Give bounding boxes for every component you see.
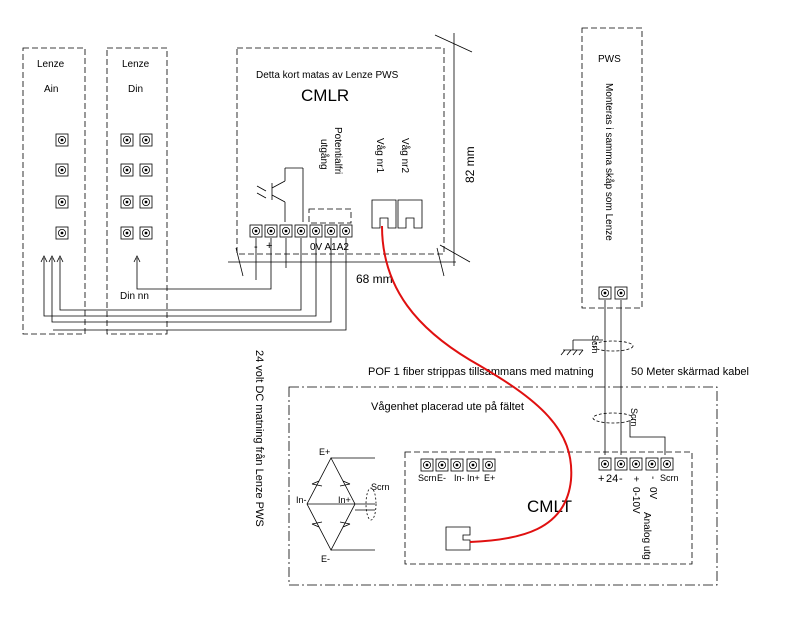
fiber-connector-2 [397, 199, 423, 229]
din-terminal [139, 195, 153, 209]
cmlr-module: Detta kort matas av Lenze PWS CMLR Poten… [228, 33, 477, 286]
lenze-wiring [40, 238, 347, 331]
potential-free-label-2: utgång [318, 139, 330, 170]
ain-terminal [55, 195, 69, 209]
cmlr-terminal [324, 224, 338, 238]
lenze-ain-title: Lenze [37, 59, 65, 70]
power-plus: + [598, 473, 604, 485]
scale-2-label: Våg nr2 [399, 138, 411, 173]
cmlt-terminal-label: In- [454, 473, 465, 483]
cmlt-terminal [466, 458, 480, 472]
lenze-din-module: Lenze Din Din nn [106, 47, 168, 335]
scrn-label-1: Scrn [590, 335, 600, 354]
cmlr-feed-note: Detta kort matas av Lenze PWS [256, 70, 399, 81]
din-terminal [120, 163, 134, 177]
fiber-connector-1 [371, 199, 397, 229]
pws-mount-note: Monteras i samma skåp som Lenze [603, 83, 615, 241]
cmlt-terminal-label: E+ [484, 473, 495, 483]
din-terminal [139, 133, 153, 147]
load-cell-bridge: E+ E- In- In+ Scrn [296, 447, 390, 564]
bridge-scrn: Scrn [371, 482, 390, 492]
din-terminal [120, 133, 134, 147]
cmlt-terminal [450, 458, 464, 472]
din-terminal [139, 226, 153, 240]
plus-label: + [266, 240, 272, 252]
cmlt-terminal [420, 458, 434, 472]
lenze-din-subtitle: Din [128, 84, 143, 95]
analog-range: 0-10V [630, 487, 641, 514]
cmlr-terminal [249, 224, 263, 238]
pws-cable: Scrn Scrn [560, 300, 666, 455]
scale-1-label: Våg nr1 [374, 138, 386, 173]
lenze-ain-subtitle: Ain [44, 84, 58, 95]
cmlt-analog-terminal [629, 457, 643, 471]
cmlt-terminal [482, 458, 496, 472]
cmlr-terminal [279, 224, 293, 238]
terminals-label: 0V A1A2 [310, 242, 349, 253]
power-minus: - [619, 473, 623, 485]
dimension-lines [228, 33, 473, 277]
cmlr-terminal [309, 224, 323, 238]
pof-fiber [381, 225, 573, 543]
cmlr-terminal [294, 224, 308, 238]
cmlt-terminal [435, 458, 449, 472]
width-dimension: 68 mm [356, 272, 393, 286]
scrn-label-2: Scrn [629, 408, 639, 427]
ain-terminal [55, 133, 69, 147]
cable-note: 50 Meter skärmad kabel [631, 366, 749, 378]
height-dimension: 82 mm [463, 146, 477, 183]
analog-plus: + [630, 476, 641, 482]
analog-zero: 0V [647, 487, 658, 500]
power-24: 24 [606, 473, 618, 485]
potential-free-label: Potentialfri [332, 127, 343, 174]
ain-terminal [55, 163, 69, 177]
cmlt-analog-terminal [645, 457, 659, 471]
transistor-symbol [256, 167, 304, 222]
pws-module: PWS Monteras i samma skåp som Lenze [581, 27, 643, 309]
analog-minus: - [647, 476, 658, 479]
cmlr-terminal [264, 224, 278, 238]
pws-title: PWS [598, 54, 621, 65]
din-terminal [120, 195, 134, 209]
right-scrn: Scrn [660, 473, 679, 483]
cmlt-power-terminal [614, 457, 628, 471]
cmlt-module: CMLT Scrn E- In- In+ E+ + 24 - + 0-10V -… [404, 451, 693, 565]
cmlt-fiber-connector [445, 526, 471, 551]
analog-label: Analog utg [641, 512, 652, 560]
pws-terminal [614, 286, 628, 300]
bridge-e-plus: E+ [319, 447, 330, 457]
field-unit-title: Vågenhet placerad ute på fältet [371, 401, 524, 413]
ain-terminal [55, 226, 69, 240]
din-nn-label: Din nn [120, 291, 149, 302]
din-terminal [120, 226, 134, 240]
field-unit: Vågenhet placerad ute på fältet E+ E- In… [288, 386, 718, 586]
cmlt-power-terminal [598, 457, 612, 471]
cmlt-terminal-label: Scrn [418, 473, 437, 483]
bridge-in-plus: In+ [338, 495, 351, 505]
bridge-in-minus: In- [296, 495, 307, 505]
bridge-e-minus: E- [321, 554, 330, 564]
cmlt-terminal-label: E- [437, 473, 446, 483]
cmlt-terminal-label: In+ [467, 473, 480, 483]
cmlr-terminal [339, 224, 353, 238]
lenze-din-title: Lenze [122, 59, 150, 70]
cmlr-name: CMLR [301, 86, 349, 105]
lenze-ain-module: Lenze Ain [22, 47, 86, 335]
din-terminal [139, 163, 153, 177]
supply-note: 24 volt DC matning från Lenze PWS [253, 350, 265, 527]
pof-note: POF 1 fiber strippas tillsammans med mat… [368, 366, 594, 378]
cmlt-scrn-terminal [660, 457, 674, 471]
pws-terminal [598, 286, 612, 300]
